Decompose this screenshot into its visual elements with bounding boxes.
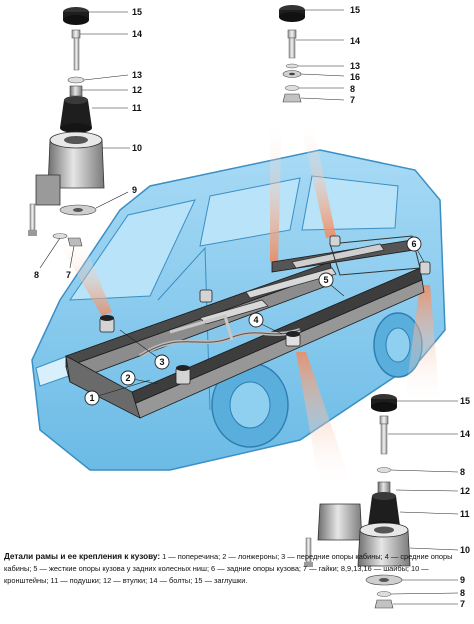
callout-8: 8	[350, 84, 355, 94]
frame-callout-5: 5	[323, 275, 328, 285]
callout-9: 9	[132, 185, 137, 195]
frame-callout-3: 3	[159, 357, 164, 367]
callout-15: 15	[132, 7, 142, 17]
callouts-bottom-right: 15 14 8 12 11 10 9 8 7	[460, 396, 470, 609]
frame-callout-4: 4	[253, 315, 258, 325]
callout-8: 8	[460, 588, 465, 598]
callout-9: 9	[460, 575, 465, 585]
caption-body: 1 — поперечина; 2 — лонжероны; 3 — перед…	[4, 552, 453, 585]
callout-8: 8	[460, 467, 465, 477]
callout-16: 16	[350, 72, 360, 82]
callout-15: 15	[460, 396, 470, 406]
callout-10: 10	[460, 545, 470, 555]
callout-13: 13	[350, 61, 360, 71]
frame-callout-1: 1	[89, 393, 94, 403]
callout-14: 14	[132, 29, 142, 39]
callout-12: 12	[132, 85, 142, 95]
callout-8: 8	[34, 270, 39, 280]
callout-7: 7	[460, 599, 465, 609]
wheel-front	[211, 362, 289, 448]
rear-rigid-mount-exploded	[279, 5, 305, 103]
callout-11: 11	[460, 509, 470, 519]
projection-beams	[60, 120, 440, 488]
callout-12: 12	[460, 486, 470, 496]
callout-15: 15	[350, 5, 360, 15]
callout-14: 14	[460, 429, 470, 439]
rear-mount-exploded	[304, 394, 411, 609]
callout-11: 11	[132, 103, 142, 113]
frame-callouts: 1 2 3 4 5 6	[84, 236, 422, 406]
callout-7: 7	[66, 270, 71, 280]
figure-caption: Детали рамы и ее крепления к кузову: 1 —…	[4, 551, 470, 587]
caption-title: Детали рамы и ее крепления к кузову:	[4, 552, 161, 561]
callout-14: 14	[350, 36, 360, 46]
chassis-frame	[65, 235, 431, 419]
callout-10: 10	[132, 143, 142, 153]
frame-callout-2: 2	[125, 373, 130, 383]
frame-callout-6: 6	[411, 239, 416, 249]
leader-lines	[39, 9, 459, 605]
callout-13: 13	[132, 70, 142, 80]
front-mount-exploded	[28, 7, 105, 247]
callouts-top-left: 15 14 13 12 11 10 9 8 7	[34, 7, 142, 280]
callouts-top-right: 15 14 13 16 8 7	[350, 5, 360, 105]
callout-7: 7	[350, 95, 355, 105]
